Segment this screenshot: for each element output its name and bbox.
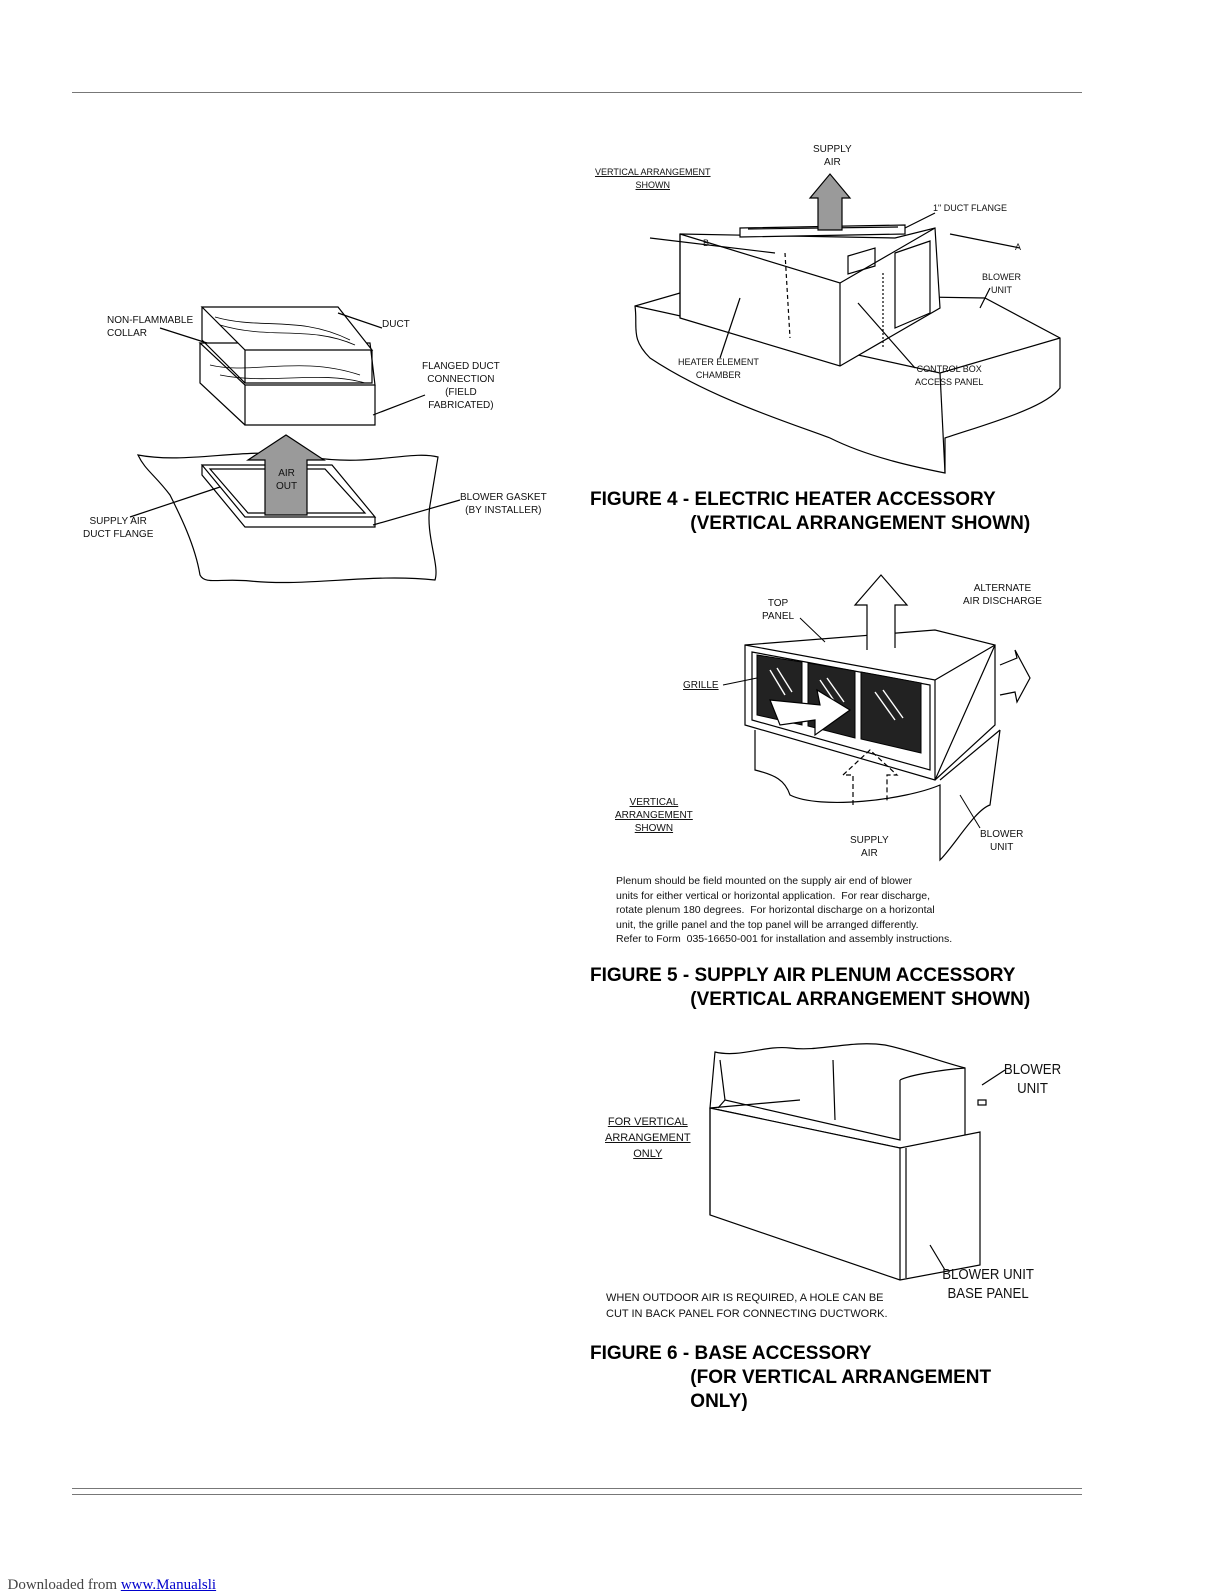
outdoor-air-note: WHEN OUTDOOR AIR IS REQUIRED, A HOLE CAN… <box>606 1292 888 1320</box>
footer-rule-2 <box>72 1494 1082 1495</box>
supply-air-label: SUPPLY AIR <box>850 835 889 859</box>
blower-unit-base-panel-label: BLOWER UNIT BASE PANEL <box>942 1266 1034 1302</box>
duct-label: DUCT <box>382 319 410 330</box>
duct-connection-figure: NON-FLAMMABLE COLLAR DUCT FLANGED DUCT C… <box>70 295 570 595</box>
figure-5-drawing: TOP PANEL ALTERNATE AIR DISCHARGE GRILLE… <box>605 570 1065 870</box>
footer-prefix: Downloaded from <box>7 1577 121 1593</box>
blower-unit-label: BLOWER UNIT <box>982 272 1022 295</box>
blower-unit-label: BLOWER UNIT <box>1003 1061 1062 1097</box>
vertical-arrangement-label: VERTICAL ARRANGEMENT SHOWN <box>615 797 693 834</box>
for-vertical-arrangement-only-label: FOR VERTICAL ARRANGEMENT ONLY <box>605 1116 691 1160</box>
alternate-air-discharge-label: ALTERNATE AIR DISCHARGE <box>963 583 1042 607</box>
duct-flange-label: 1" DUCT FLANGE <box>933 203 1008 213</box>
header-rule <box>72 92 1082 93</box>
supply-air-plenum-drawing <box>722 574 1031 862</box>
figure-4-drawing: SUPPLY AIR VERTICAL ARRANGEMENT SHOWN 1"… <box>590 138 1070 478</box>
electric-heater-drawing <box>634 173 1061 474</box>
figure-4-caption: FIGURE 4 - ELECTRIC HEATER ACCESSORY (VE… <box>590 489 1031 534</box>
supply-air-label: SUPPLY AIR <box>813 144 852 168</box>
blower-gasket-label: BLOWER GASKET (BY INSTALLER) <box>460 492 547 516</box>
grille-label: GRILLE <box>683 680 719 691</box>
air-out-label: AIR OUT <box>276 468 298 492</box>
dimension-a-label: A <box>1015 242 1022 252</box>
footer-rule-1 <box>72 1488 1082 1489</box>
manualslib-link[interactable]: www.Manualsli <box>120 1577 217 1593</box>
dimension-b-label: B <box>703 238 710 248</box>
heater-element-chamber-label: HEATER ELEMENT CHAMBER <box>678 357 759 380</box>
vertical-arrangement-label: VERTICAL ARRANGEMENT SHOWN <box>595 167 711 190</box>
download-footer: Downloaded from www.Manualsli <box>0 1560 217 1594</box>
figure-6-drawing: BLOWER UNIT FOR VERTICAL ARRANGEMENT ONL… <box>600 1040 1070 1320</box>
control-box-access-panel-label: CONTROL BOX ACCESS PANEL <box>915 364 984 387</box>
supply-air-duct-flange-label: SUPPLY AIR DUCT FLANGE <box>83 516 154 540</box>
plenum-note: Plenum should be field mounted on the su… <box>616 875 953 945</box>
flanged-duct-label: FLANGED DUCT CONNECTION (FIELD FABRICATE… <box>422 361 500 411</box>
non-flammable-collar-label: NON-FLAMMABLE COLLAR <box>107 315 194 339</box>
blower-unit-label: BLOWER UNIT <box>980 829 1024 853</box>
figure-5-caption: FIGURE 5 - SUPPLY AIR PLENUM ACCESSORY (… <box>590 965 1031 1010</box>
top-panel-label: TOP PANEL <box>762 598 795 622</box>
base-accessory-drawing <box>709 1043 1006 1281</box>
duct-connection-drawing <box>129 306 461 584</box>
figure-6-caption: FIGURE 6 - BASE ACCESSORY (FOR VERTICAL … <box>590 1343 992 1412</box>
